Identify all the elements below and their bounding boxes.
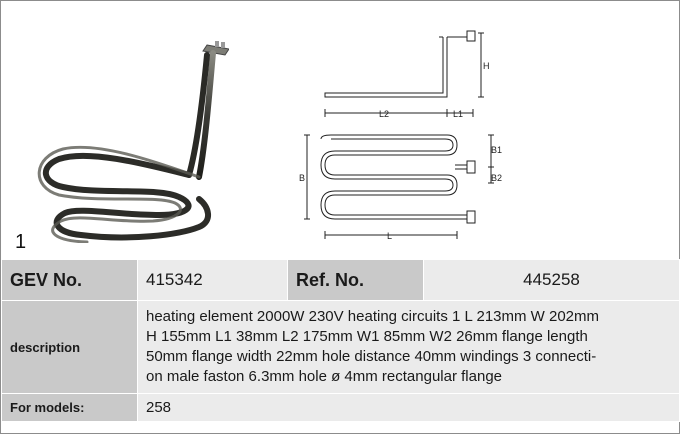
description-label: description — [1, 300, 138, 394]
dim-label-b1: B1 — [491, 145, 502, 155]
ref-value: 445258 — [423, 259, 680, 301]
description-line: heating element 2000W 230V heating circu… — [146, 308, 600, 325]
description-line: on male faston 6.3mm hole ø 4mm rectangu… — [146, 368, 503, 385]
description-row: description heating element 2000W 230V h… — [1, 300, 680, 394]
gev-value: 415342 — [137, 259, 288, 301]
description-line: 50mm flange width 22mm hole distance 40m… — [146, 348, 597, 365]
dim-label-l: L — [387, 231, 392, 241]
models-label: For models: — [1, 393, 138, 422]
description-line: H 155mm L1 38mm L2 175mm W1 85mm W2 26mm… — [146, 328, 588, 345]
models-row: For models: 258 — [1, 393, 680, 422]
ref-label: Ref. No. — [287, 259, 424, 301]
heating-element-photo — [37, 41, 229, 243]
figure-index-number: 1 — [15, 231, 27, 253]
gev-row: GEV No. 415342 Ref. No. 445258 — [1, 259, 680, 301]
dim-label-l2: L2 — [379, 109, 389, 119]
description-value: heating element 2000W 230V heating circu… — [137, 300, 680, 394]
product-image-area: H L2 L1 B B1 B2 L 1 — [1, 1, 679, 259]
models-value: 258 — [137, 393, 680, 422]
dimension-drawing: H L2 L1 B B1 B2 L — [299, 30, 502, 241]
dim-label-h: H — [483, 61, 490, 71]
gev-label: GEV No. — [1, 259, 138, 301]
dim-label-b: B — [299, 173, 305, 183]
dim-label-b2: B2 — [491, 173, 502, 183]
dim-label-l1: L1 — [453, 109, 463, 119]
spec-table: GEV No. 415342 Ref. No. 445258 descripti… — [1, 259, 680, 422]
